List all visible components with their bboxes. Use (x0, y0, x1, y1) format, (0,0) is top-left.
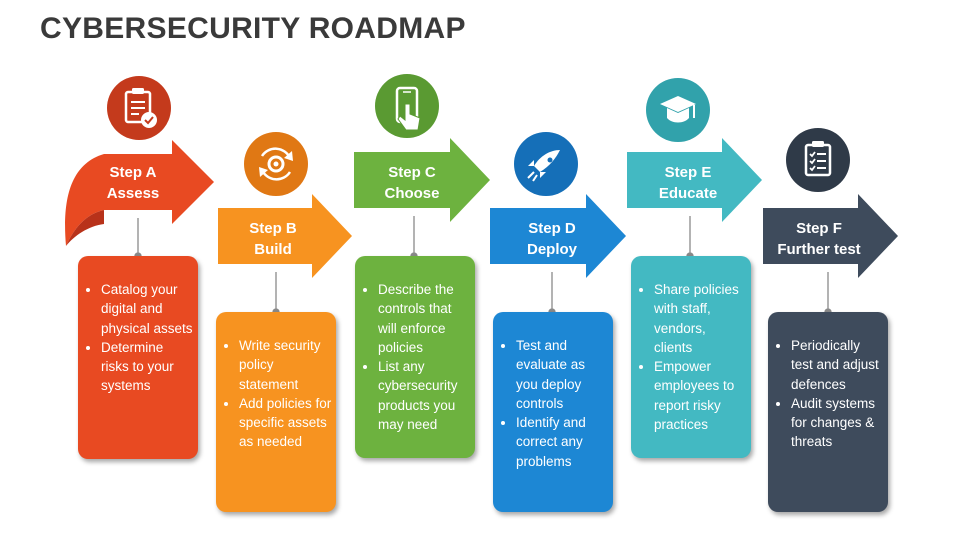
clipboard-check-icon (107, 76, 171, 140)
step-c-title: Step C (388, 164, 436, 181)
step-a-title: Step A (109, 164, 157, 181)
checklist-icon (786, 128, 850, 192)
step-f-label: Step F Further test (764, 218, 874, 260)
mobile-touch-icon (375, 74, 439, 138)
graduation-cap-icon (646, 78, 710, 142)
step-f-subtitle: Further test (777, 241, 861, 258)
step-e-title: Step E (664, 164, 712, 181)
step-e-arrow (627, 138, 762, 222)
step-d-bullet-1: Test and evaluate as you deploy controls (516, 336, 609, 413)
step-b-card: Write security policy statement Add poli… (216, 312, 336, 512)
step-a-bullet-1: Catalog your digital and physical assets (101, 280, 194, 338)
step-d-label: Step D Deploy (497, 218, 607, 260)
step-d-subtitle: Deploy (526, 241, 577, 258)
step-a-label: Step A Assess (78, 162, 188, 204)
step-a-arrow (65, 140, 214, 246)
step-c-arrow (354, 138, 490, 222)
step-f-bullet-1: Periodically test and adjust defences (791, 336, 884, 394)
step-e-bullet-2: Empower employees to report risky practi… (654, 357, 747, 434)
step-b-title: Step B (249, 220, 297, 237)
step-c-label: Step C Choose (357, 162, 467, 204)
step-b-subtitle: Build (254, 241, 292, 258)
step-a-card: Catalog your digital and physical assets… (78, 256, 198, 459)
step-c-bullet-1: Describe the controls that will enforce … (378, 280, 471, 357)
gear-cycle-icon (244, 132, 308, 196)
step-a-arrow-fold (66, 210, 104, 246)
step-b-label: Step B Build (218, 218, 328, 260)
step-e-label: Step E Educate (633, 162, 743, 204)
step-f-bullet-2: Audit systems for changes & threats (791, 394, 884, 452)
step-f-arrow (763, 194, 898, 278)
step-f-card: Periodically test and adjust defences Au… (768, 312, 888, 512)
step-e-subtitle: Educate (658, 185, 718, 202)
step-e-card: Share policies with staff, vendors, clie… (631, 256, 751, 458)
step-b-bullet-2: Add policies for specific assets as need… (239, 394, 332, 452)
step-c-bullet-2: List any cybersecurity products you may … (378, 357, 471, 434)
step-b-arrow (218, 194, 352, 278)
step-d-title: Step D (528, 220, 576, 237)
step-c-card: Describe the controls that will enforce … (355, 256, 475, 458)
step-b-bullet-1: Write security policy statement (239, 336, 332, 394)
step-e-bullet-1: Share policies with staff, vendors, clie… (654, 280, 747, 357)
step-d-card: Test and evaluate as you deploy controls… (493, 312, 613, 512)
step-a-subtitle: Assess (106, 185, 160, 202)
step-d-arrow (490, 194, 626, 278)
step-c-subtitle: Choose (384, 185, 440, 202)
page-title: CYBERSECURITY ROADMAP (40, 12, 466, 45)
step-d-bullet-2: Identify and correct any problems (516, 413, 609, 471)
rocket-icon (514, 132, 578, 196)
step-f-title: Step F (796, 220, 842, 237)
step-a-bullet-2: Determine risks to your systems (101, 338, 194, 396)
